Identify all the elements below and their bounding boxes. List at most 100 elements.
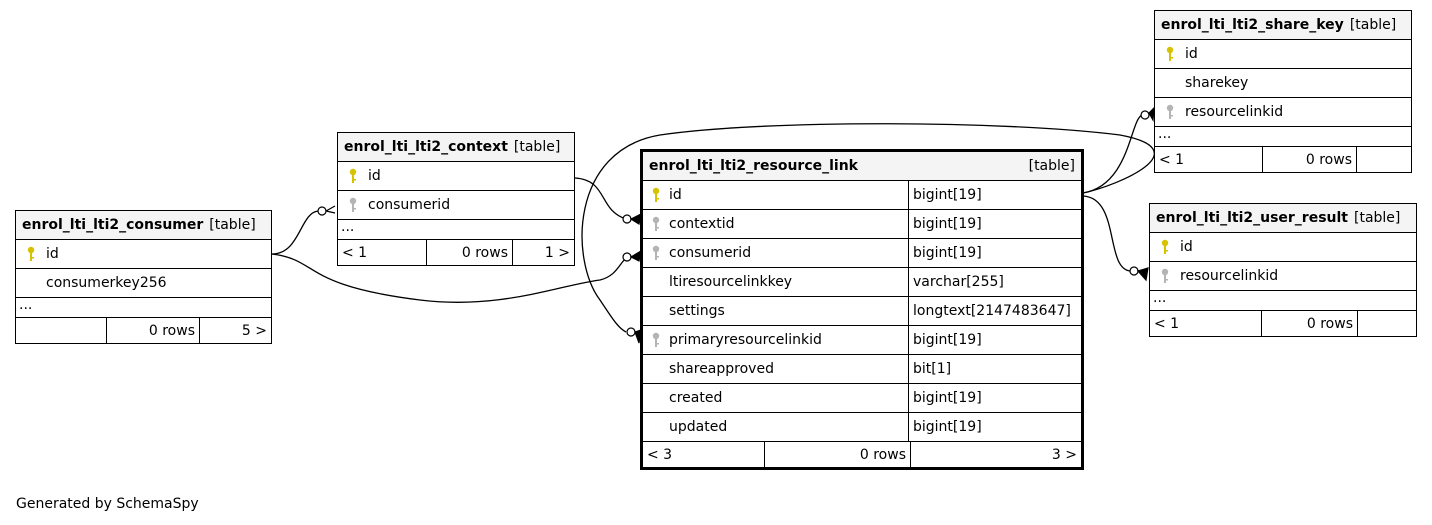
- column-name: id: [1180, 239, 1193, 255]
- table-kind: [table]: [513, 139, 561, 155]
- column-type: varchar[255]: [913, 274, 1004, 290]
- edge-end-circle: [622, 214, 632, 224]
- crowfoot: [1136, 267, 1149, 282]
- column-name: shareapproved: [669, 361, 774, 377]
- table-kind: [table]: [1349, 17, 1397, 33]
- column-name: id: [368, 168, 381, 184]
- column-name: consumerid: [669, 245, 752, 261]
- table-enrol-lti-lti2-share-key[interactable]: enrol_lti_lti2_share_key [table] id shar…: [1154, 10, 1412, 173]
- column-name: resourcelinkid: [1180, 268, 1279, 284]
- edge-resourcelink-userresult: [1082, 195, 1131, 272]
- primary-key-icon: [1155, 46, 1185, 62]
- column-type: bigint[19]: [913, 245, 982, 261]
- next-link[interactable]: 5 >: [241, 322, 267, 339]
- column-type: bit[1]: [913, 361, 952, 377]
- column-row: created bigint[19]: [643, 384, 1081, 413]
- table-name: enrol_lti_lti2_user_result: [1156, 210, 1348, 226]
- table-kind: [table]: [1354, 210, 1401, 226]
- primary-key-icon: [338, 168, 368, 184]
- column-row: id: [338, 162, 574, 191]
- edge-end-circle: [317, 206, 327, 216]
- row-count: 0 rows: [1263, 147, 1357, 172]
- row-count: 0 rows: [427, 240, 513, 265]
- table-enrol-lti-lti2-resource-link[interactable]: enrol_lti_lti2_resource_link [table] id …: [640, 149, 1084, 470]
- prev-link[interactable]: < 1: [338, 240, 427, 265]
- column-row: settings longtext[2147483647]: [643, 297, 1081, 326]
- column-row: updated bigint[19]: [643, 413, 1081, 442]
- column-name: contextid: [669, 216, 735, 232]
- column-name: sharekey: [1185, 75, 1249, 91]
- prev-link[interactable]: < 1: [1155, 147, 1263, 172]
- table-kind: [table]: [209, 217, 256, 233]
- table-header: enrol_lti_lti2_user_result [table]: [1150, 204, 1416, 233]
- edge-end-circle: [626, 327, 636, 337]
- column-name: primaryresourcelinkid: [669, 332, 822, 348]
- table-header: enrol_lti_lti2_share_key [table]: [1155, 11, 1411, 40]
- column-row: sharekey: [1155, 69, 1411, 98]
- column-row: consumerid bigint[19]: [643, 239, 1081, 268]
- next-link[interactable]: [1358, 311, 1416, 336]
- generated-by-note: Generated by SchemaSpy: [16, 496, 199, 512]
- column-type: bigint[19]: [913, 419, 982, 435]
- next-link[interactable]: 3 >: [1051, 446, 1077, 463]
- column-row: id: [16, 240, 271, 269]
- prev-link[interactable]: < 3: [643, 442, 765, 467]
- column-name: created: [669, 390, 723, 406]
- column-row: contextid bigint[19]: [643, 210, 1081, 239]
- primary-key-icon: [16, 246, 46, 262]
- table-footer: < 3 0 rows 3 >: [643, 442, 1081, 467]
- table-footer: < 1 0 rows 1 >: [338, 240, 574, 265]
- table-name: enrol_lti_lti2_resource_link: [649, 158, 858, 174]
- next-link[interactable]: 1 >: [544, 244, 570, 261]
- column-name: settings: [669, 303, 725, 319]
- table-name: enrol_lti_lti2_share_key: [1161, 17, 1344, 33]
- column-name: resourcelinkid: [1185, 104, 1284, 120]
- row-count: 0 rows: [765, 442, 911, 467]
- table-name: enrol_lti_lti2_context: [344, 139, 508, 155]
- column-type: bigint[19]: [913, 390, 982, 406]
- table-enrol-lti-lti2-consumer[interactable]: enrol_lti_lti2_consumer [table] id consu…: [15, 210, 272, 344]
- edge-resourcelink-sharekey: [1082, 114, 1143, 194]
- column-type: bigint[19]: [913, 187, 982, 203]
- table-name: enrol_lti_lti2_consumer: [22, 217, 204, 233]
- column-type: bigint[19]: [913, 216, 982, 232]
- table-enrol-lti-lti2-context[interactable]: enrol_lti_lti2_context [table] id consum…: [337, 132, 575, 266]
- table-enrol-lti-lti2-user-result[interactable]: enrol_lti_lti2_user_result [table] id re…: [1149, 203, 1417, 337]
- table-footer: 0 rows 5 >: [16, 318, 271, 343]
- row-count: 0 rows: [107, 318, 200, 343]
- edge-end-circle: [1140, 110, 1150, 120]
- column-row: id: [1150, 233, 1416, 262]
- more-columns: ...: [1150, 291, 1416, 311]
- column-row: shareapproved bit[1]: [643, 355, 1081, 384]
- next-link[interactable]: [1357, 147, 1411, 172]
- edge-consumer-resourcelink: [271, 253, 631, 303]
- column-row: consumerkey256: [16, 269, 271, 298]
- edge-end-circle: [1129, 266, 1139, 276]
- table-footer: < 1 0 rows: [1150, 311, 1416, 336]
- column-name: consumerkey256: [46, 275, 167, 291]
- table-header: enrol_lti_lti2_consumer [table]: [16, 211, 271, 240]
- more-columns: ...: [16, 298, 271, 318]
- table-header: enrol_lti_lti2_resource_link [table]: [643, 152, 1081, 181]
- table-footer: < 1 0 rows: [1155, 147, 1411, 172]
- edge-context-resourcelink: [574, 177, 627, 220]
- column-name: consumerid: [368, 197, 451, 213]
- primary-key-icon: [1150, 239, 1180, 255]
- table-kind: [table]: [1028, 158, 1075, 174]
- column-row: primaryresourcelinkid bigint[19]: [643, 326, 1081, 355]
- column-row: id: [1155, 40, 1411, 69]
- crowfoot: [325, 205, 336, 214]
- column-row: resourcelinkid: [1150, 262, 1416, 291]
- edge-resourcelink-self: [581, 123, 1155, 333]
- column-row: id bigint[19]: [643, 181, 1081, 210]
- column-type: longtext[2147483647]: [913, 303, 1071, 319]
- foreign-key-icon: [338, 197, 368, 213]
- edge-consumer-context: [271, 210, 319, 255]
- column-name: id: [1185, 46, 1198, 62]
- prev-link[interactable]: < 1: [1150, 311, 1262, 336]
- more-columns: ...: [1155, 127, 1411, 147]
- row-count: 0 rows: [1262, 311, 1358, 336]
- prev-link[interactable]: [16, 318, 107, 343]
- column-row: ltiresourcelinkkey varchar[255]: [643, 268, 1081, 297]
